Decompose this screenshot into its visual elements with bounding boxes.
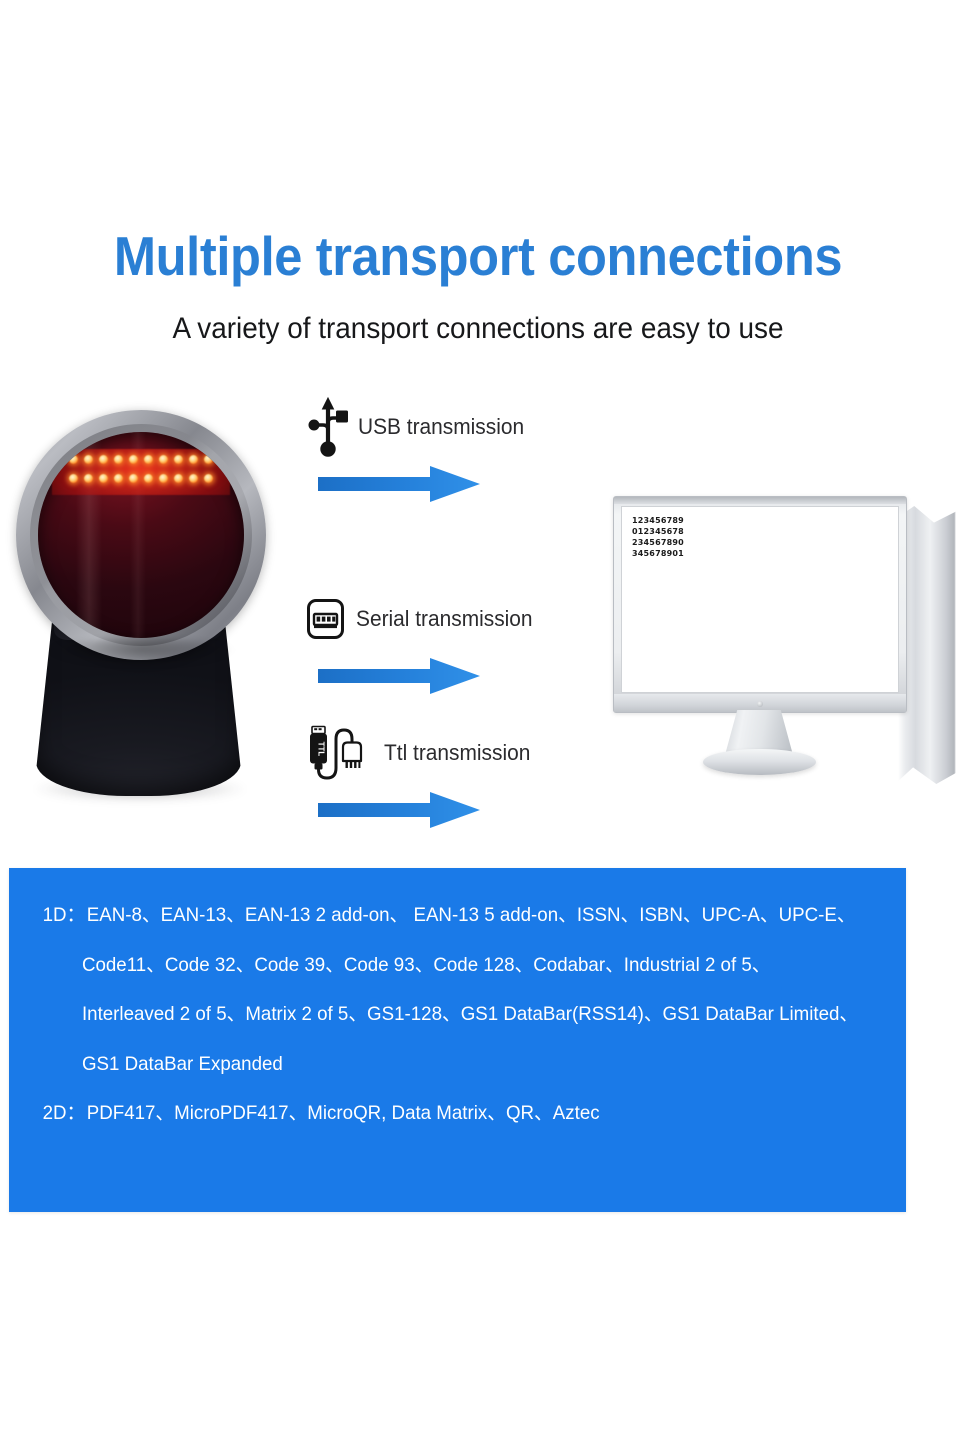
lcd-monitor: 123456789 012345678 234567890 345678901 [613,496,956,792]
scanner-head [16,410,266,666]
led-dot [174,474,183,483]
scanner-led-row-top [52,455,230,464]
led-dot [204,474,213,483]
scanner-led-array [52,449,230,495]
serial-port-icon [307,599,344,639]
ttl-adapter-icon: TTL [310,725,363,780]
led-dot [84,455,93,464]
monitor-screen: 123456789 012345678 234567890 345678901 [621,506,899,693]
led-dot [99,474,108,483]
transport-ttl-header: TTL Ttl transmission [305,722,605,784]
led-dot [129,455,138,464]
ttl-adapter-text: TTL [317,742,326,757]
monitor-stand-base [703,749,816,775]
transport-row-ttl: TTL Ttl transmission [305,722,605,830]
scanned-code-line: 345678901 [632,549,684,559]
right-arrow-icon [318,466,480,502]
transport-row-usb: USB transmission [305,396,605,504]
monitor-top-bar [614,497,906,504]
transport-row-serial: Serial transmission [305,588,605,696]
usb-icon [308,396,348,457]
led-dot [84,474,93,483]
transport-usb-label: USB transmission [358,414,525,439]
led-dot [114,455,123,464]
supported-symbologies-panel: 1D：EAN-8、EAN-13、EAN-13 2 add-on、 EAN-13 … [9,868,906,1212]
monitor-stand-neck [725,710,793,755]
transport-usb-header: USB transmission [305,396,605,458]
led-dot [159,455,168,464]
scanner-window [38,432,244,638]
barcode-scanner-product-image [10,405,275,820]
symbology-text: EAN-8、EAN-13、EAN-13 2 add-on、 EAN-13 5 a… [86,904,856,926]
led-dot [114,474,123,483]
monitor-edge-artifact [898,506,956,784]
symbology-line-1d-fourth: GS1 DataBar Expanded [9,1052,870,1075]
led-dot [189,474,198,483]
led-dot [144,455,153,464]
right-arrow-icon [318,658,480,694]
led-dot [174,455,183,464]
symbology-label-1d: 1D： [42,904,86,926]
transport-ttl-label: Ttl transmission [384,740,531,765]
led-dot [69,474,78,483]
symbology-line-1d-second: Code11、Code 32、Code 39、Code 93、Code 128、… [9,953,870,976]
led-dot [129,474,138,483]
led-dot [144,474,153,483]
symbology-line-1d-first: 1D：EAN-8、EAN-13、EAN-13 2 add-on、 EAN-13 … [9,904,870,926]
right-arrow-icon [318,792,480,828]
symbology-line-2d: 2D：PDF417、MicroPDF417、MicroQR, Data Matr… [9,1102,870,1124]
page-title: Multiple transport connections [113,225,843,287]
symbology-text: Interleaved 2 of 5、Matrix 2 of 5、GS1-128… [81,1003,859,1025]
transport-serial-label: Serial transmission [356,606,533,631]
scanner-head-shadow [46,638,236,666]
page-subtitle: A variety of transport connections are e… [172,312,784,345]
transport-serial-header: Serial transmission [305,588,605,650]
scanned-code-line: 234567890 [632,538,684,548]
led-dot [204,455,213,464]
monitor-power-indicator [757,701,763,707]
symbology-text: GS1 DataBar Expanded [81,1052,283,1075]
scanner-led-row-bottom [52,474,230,483]
scanned-code-line: 123456789 [632,516,684,525]
led-dot [99,455,108,464]
symbology-line-list: 1D：EAN-8、EAN-13、EAN-13 2 add-on、 EAN-13 … [9,868,906,1124]
symbology-text: PDF417、MicroPDF417、MicroQR, Data Matrix、… [86,1102,600,1124]
symbology-label-2d: 2D： [42,1102,86,1124]
scanned-output-list: 123456789 012345678 234567890 345678901 [622,507,898,559]
led-dot [159,474,168,483]
monitor-chin [614,694,906,712]
monitor-frame: 123456789 012345678 234567890 345678901 [613,496,907,713]
symbology-text: Code11、Code 32、Code 39、Code 93、Code 128、… [81,953,771,976]
led-dot [189,455,198,464]
scanned-code-line: 012345678 [632,527,684,537]
led-dot [69,455,78,464]
symbology-line-1d-third: Interleaved 2 of 5、Matrix 2 of 5、GS1-128… [9,1003,870,1025]
